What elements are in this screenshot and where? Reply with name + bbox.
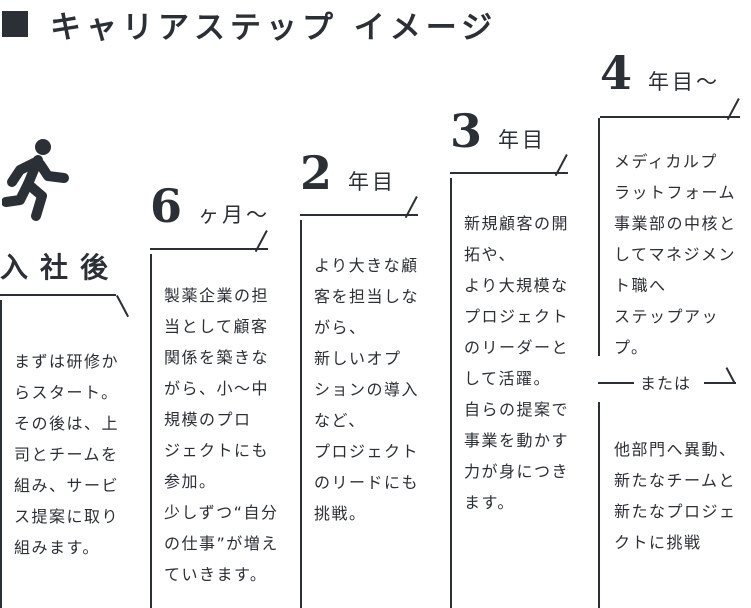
stage-heading-year-2: 2 年目 (300, 150, 396, 196)
description-line: より大規模な (464, 276, 569, 295)
description-line: のリーダーと (464, 338, 570, 357)
description-line: 参加。 (164, 472, 217, 491)
description-line: 挑戦。 (314, 504, 367, 523)
step-line-year-2 (300, 214, 418, 216)
description-line: 客を担当しな (314, 287, 420, 306)
description-line: 拓や、 (464, 245, 517, 264)
description-line: 新しいオプ (314, 349, 402, 368)
description-line: 事業を動かす (464, 431, 570, 450)
stage-unit: 年目〜 (648, 70, 721, 94)
description-line: プロジェクト (464, 307, 570, 326)
alternative-line: 新たなチームと (614, 471, 737, 490)
step-tick-join (116, 295, 130, 318)
description-line: のリードにも (314, 473, 420, 492)
description-line: 少しずつ“自分 (164, 503, 279, 522)
description-line: がら、 (314, 318, 367, 337)
description-line: その後は、上 (14, 414, 120, 433)
description-line: 力が身につき (464, 462, 570, 481)
description-line: ていきます。 (164, 565, 268, 584)
stage-label-join: 入社後 (0, 251, 121, 284)
description-line: ス提案に取り (14, 507, 120, 526)
stage-number: 6 (150, 179, 183, 233)
step-line-year-3 (450, 172, 568, 174)
step-line-join (0, 294, 116, 296)
description-line: して活躍。 (464, 369, 552, 388)
running-person-icon (2, 139, 69, 221)
stage-description-year-3: 新規顧客の開 拓や、 より大規模な プロジェクト のリーダーと して活躍。 自ら… (464, 208, 569, 518)
stage-unit: ヶ月〜 (198, 203, 271, 227)
stage-alternative-year-4: 他部門へ異動、 新たなチームと 新たなプロジェ クトに挑戦 (614, 434, 737, 558)
title-block: キャリアステップ イメージ (0, 2, 497, 46)
alternative-line: クトに挑戦 (614, 533, 702, 552)
or-line-right (704, 382, 736, 384)
stage-number: 4 (600, 46, 633, 100)
or-line-left (598, 382, 634, 384)
stage-description-6-months: 製薬企業の担 当として顧客 関係を築きな がら、小〜中 規模のプロ ジェクトにも… (164, 280, 279, 590)
timeline-bar-alternative (598, 402, 600, 608)
stage-number: 2 (300, 146, 333, 200)
description-line: らスタート。 (14, 383, 119, 402)
description-line: 新規顧客の開 (464, 214, 570, 233)
stage-number: 3 (450, 104, 483, 158)
timeline-bar-year-3 (450, 178, 452, 608)
or-divider: または (598, 367, 751, 397)
description-line: まずは研修か (14, 352, 120, 371)
timeline-bar-year-2 (300, 220, 302, 608)
description-line: ト職へ (614, 276, 667, 295)
alternative-line: 新たなプロジェ (614, 502, 737, 521)
description-line: 当として顧客 (164, 317, 269, 336)
page-title: キャリアステップ イメージ (50, 9, 498, 46)
stage-heading-year-4: 4 年目〜 (600, 50, 720, 96)
description-line: してマネジメン (614, 245, 737, 264)
description-line: ションの導入 (314, 380, 420, 399)
stage-unit: 年目 (498, 128, 547, 152)
stage-unit: 年目 (348, 170, 397, 194)
description-line: 組みます。 (14, 538, 100, 557)
stage-heading-year-3: 3 年目 (450, 108, 546, 154)
stage-description-join: まずは研修か らスタート。 その後は、上 司とチームを 組み、サービ ス提案に取… (14, 346, 119, 563)
description-line: ステップアッ (614, 307, 720, 326)
description-line: プ。 (614, 338, 649, 357)
description-line: 組み、サービ (14, 476, 120, 495)
description-line: 製薬企業の担 (164, 286, 270, 305)
description-line: ます。 (464, 493, 515, 512)
description-line: ジェクトにも (164, 441, 270, 460)
description-line: など、 (314, 411, 366, 430)
stage-heading-6-months: 6 ヶ月〜 (150, 183, 270, 229)
description-line: 規模のプロ (164, 410, 252, 429)
description-line: 事業部の中核と (614, 214, 737, 233)
description-line: メディカルプ (614, 152, 718, 171)
timeline-bar-join (0, 300, 2, 608)
stage-heading-join: 入社後 (0, 246, 120, 286)
timeline-bar-6-months (150, 254, 152, 608)
description-line: 関係を築きな (164, 348, 270, 367)
step-line-year-4 (600, 116, 740, 118)
description-line: ラットフォーム (614, 183, 737, 202)
or-label: または (640, 374, 692, 393)
stage-description-year-2: より大きな顧 客を担当しな がら、 新しいオプ ションの導入 など、 プロジェク… (314, 250, 419, 529)
title-square-icon (2, 11, 28, 37)
description-line: 自らの提案で (464, 400, 570, 419)
description-line: の仕事”が増え (164, 534, 279, 553)
timeline-bar-year-4 (598, 118, 600, 356)
description-line: プロジェクト (314, 442, 420, 461)
description-line: がら、小〜中 (164, 379, 270, 398)
description-line: より大きな顧 (314, 256, 419, 275)
description-line: 司とチームを (14, 445, 119, 464)
alternative-line: 他部門へ異動、 (614, 440, 737, 459)
stage-description-year-4: メディカルプ ラットフォーム 事業部の中核と してマネジメン ト職へ ステップア… (614, 146, 737, 363)
step-line-6-months (150, 248, 268, 250)
